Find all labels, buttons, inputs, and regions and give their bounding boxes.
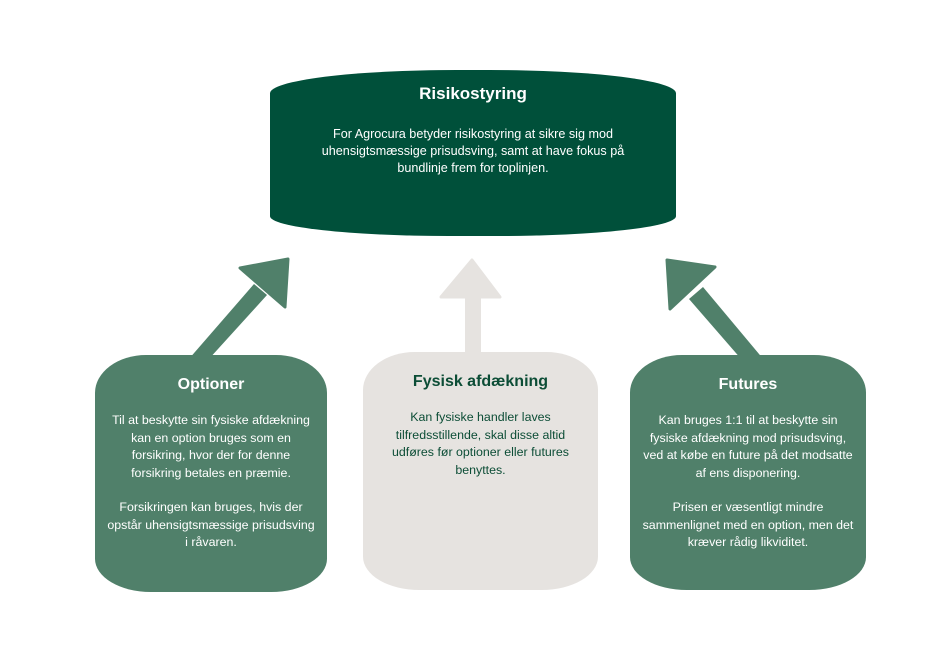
arrow-fysisk <box>439 258 502 358</box>
arrow-shaft <box>465 296 481 358</box>
arrow-shaft <box>689 287 764 360</box>
risikostyring-title: Risikostyring <box>419 84 527 103</box>
futures-paragraph: Prisen er væsentligt mindre sammenlignet… <box>642 500 854 549</box>
risikostyring-box: Risikostyring For Agrocura betyder risik… <box>270 70 676 236</box>
fysisk-afdaekning-paragraph: Kan fysiske handler laves tilfredsstille… <box>392 410 569 477</box>
arrow-head <box>439 258 502 299</box>
futures-box: Futures Kan bruges 1:1 til at beskytte s… <box>630 355 866 590</box>
arrow-head <box>238 257 290 309</box>
optioner-body: Til at beskytte sin fysiske afdækning ka… <box>107 412 315 552</box>
futures-title: Futures <box>718 376 778 393</box>
fysisk-afdaekning-title: Fysisk afdækning <box>412 373 549 390</box>
optioner-box: Optioner Til at beskytte sin fysiske afd… <box>95 355 327 592</box>
arrow-head <box>665 258 717 311</box>
arrow-futures <box>665 258 764 360</box>
optioner-title: Optioner <box>177 376 245 393</box>
arrow-shaft <box>188 284 267 360</box>
arrow-optioner <box>188 257 290 360</box>
risikostyring-body: For Agrocura betyder risikostyring at si… <box>321 127 625 175</box>
optioner-paragraph: Til at beskytte sin fysiske afdækning ka… <box>112 413 310 480</box>
futures-body: Kan bruges 1:1 til at beskytte sin fysis… <box>642 412 854 552</box>
futures-paragraph: Kan bruges 1:1 til at beskytte sin fysis… <box>643 413 853 480</box>
optioner-paragraph: Forsikringen kan bruges, hvis der opstår… <box>107 500 315 549</box>
fysisk-afdaekning-box: Fysisk afdækning Kan fysiske handler lav… <box>363 352 598 590</box>
fysisk-afdaekning-body: Kan fysiske handler laves tilfredsstille… <box>375 409 586 479</box>
